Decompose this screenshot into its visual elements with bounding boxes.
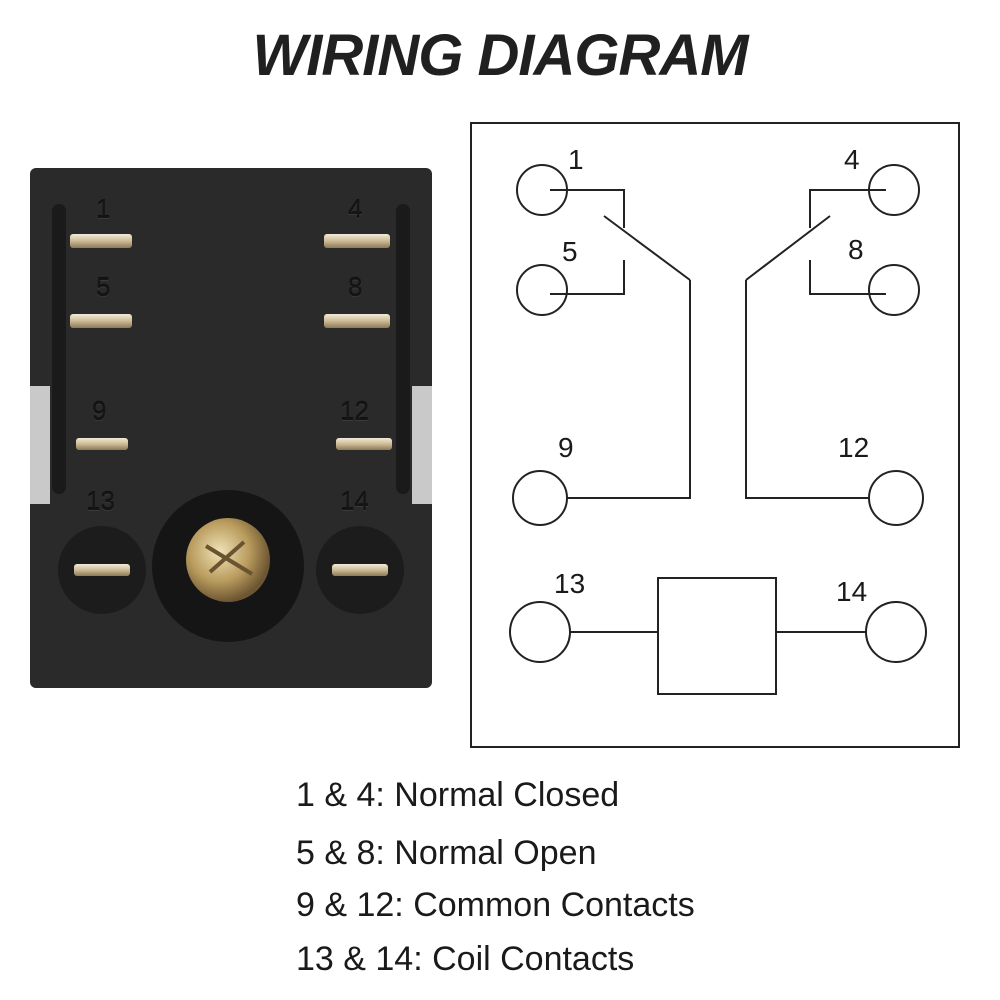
nc-contact-right (809, 189, 886, 228)
coil-box (657, 577, 777, 695)
pin-1 (70, 234, 132, 248)
pin-4 (324, 234, 390, 248)
pin-12 (336, 438, 392, 450)
terminal-14 (865, 601, 927, 663)
relay-pin-label: 12 (340, 396, 369, 426)
pin-9 (76, 438, 128, 450)
legend-item: 5 & 8: Normal Open (296, 834, 597, 872)
legend-item: 13 & 14: Coil Contacts (296, 940, 635, 978)
terminal-13 (509, 601, 571, 663)
schematic-lines (509, 164, 927, 695)
terminal-9 (512, 470, 568, 526)
relay-pin-label: 5 (96, 272, 111, 302)
terminal-5 (516, 264, 568, 316)
common-line-right (745, 280, 869, 499)
terminal-label: 12 (838, 432, 870, 463)
common-line-left (567, 280, 691, 499)
pin-8 (324, 314, 390, 328)
wiring-schematic: 1 4 5 8 9 12 13 14 (470, 122, 960, 748)
left-rail (52, 204, 66, 494)
terminal-8 (868, 264, 920, 316)
legend-item: 9 & 12: Common Contacts (296, 886, 695, 924)
pin-5 (70, 314, 132, 328)
relay-illustration (30, 204, 432, 642)
page-title: WIRING DIAGRAM (252, 23, 748, 88)
relay-pin-label: 4 (348, 194, 363, 224)
no-contact-left (550, 260, 625, 295)
switch-arm-right (745, 215, 831, 281)
terminal-label: 8 (848, 234, 864, 265)
relay-pin-label: 8 (348, 272, 363, 302)
pin-14 (332, 564, 388, 576)
right-rail (396, 204, 410, 494)
legend-item: 1 & 4: Normal Closed (296, 776, 620, 814)
terminal-label: 14 (836, 576, 868, 607)
no-contact-right (809, 260, 886, 295)
relay-pin-label: 14 (340, 486, 369, 516)
left-clip (30, 386, 50, 504)
nc-contact-left (550, 189, 625, 228)
terminal-12 (868, 470, 924, 526)
terminal-label: 4 (844, 144, 860, 175)
terminal-label: 9 (558, 432, 574, 463)
pin-13 (74, 564, 130, 576)
terminal-label: 13 (554, 568, 586, 599)
terminal-label: 1 (568, 144, 584, 175)
relay-pin-label: 9 (92, 396, 107, 426)
relay-bottom-view: 1 4 5 8 9 12 13 14 (30, 168, 432, 688)
switch-arm-left (603, 215, 691, 281)
right-clip (412, 386, 432, 504)
relay-pin-label: 13 (86, 486, 115, 516)
terminal-label: 5 (562, 236, 578, 267)
relay-pin-label: 1 (96, 194, 111, 224)
